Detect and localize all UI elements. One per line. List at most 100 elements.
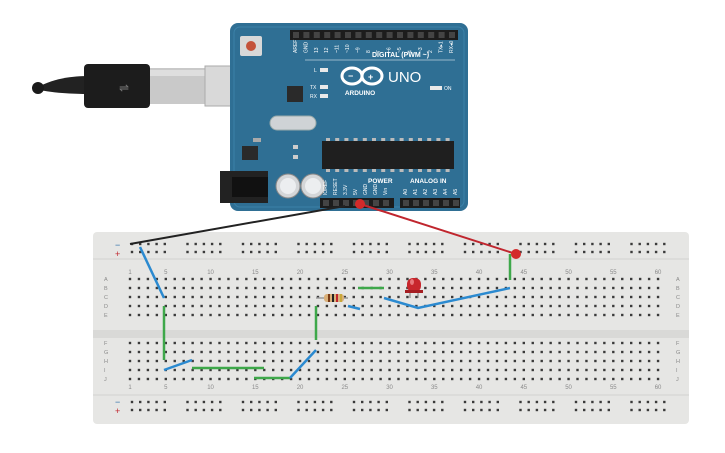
rail-minus-top: − bbox=[115, 240, 120, 250]
power-pin-label: GND bbox=[373, 184, 379, 196]
row-letter-left: H bbox=[104, 359, 108, 365]
column-number-bottom: 35 bbox=[431, 385, 438, 391]
analog-header-label: ANALOG IN bbox=[410, 178, 447, 185]
power-jack[interactable] bbox=[220, 171, 268, 203]
column-number-bottom: 45 bbox=[520, 385, 527, 391]
row-letter-right: B bbox=[676, 286, 680, 292]
digital-pin-label: ~9 bbox=[355, 47, 361, 53]
row-letter-right: J bbox=[676, 377, 679, 383]
column-number-top: 5 bbox=[164, 270, 168, 276]
resistor[interactable] bbox=[316, 294, 348, 302]
row-letter-right: G bbox=[676, 350, 680, 356]
digital-pin-label: ~11 bbox=[335, 45, 341, 53]
led-l-label: L bbox=[314, 68, 317, 74]
digital-pin-label: GND bbox=[303, 42, 309, 54]
column-number-top: 30 bbox=[386, 270, 393, 276]
column-number-bottom: 1 bbox=[128, 385, 132, 391]
row-letter-left: A bbox=[104, 277, 108, 283]
column-number-bottom: 15 bbox=[252, 385, 259, 391]
rail-minus-bottom: − bbox=[115, 397, 120, 407]
digital-pin-label: RX◂0 bbox=[449, 41, 455, 53]
column-number-top: 40 bbox=[476, 270, 483, 276]
column-number-top: 45 bbox=[520, 270, 527, 276]
column-number-bottom: 5 bbox=[164, 385, 168, 391]
red-led[interactable] bbox=[405, 278, 423, 298]
svg-text:+: + bbox=[368, 72, 373, 82]
row-letter-right: F bbox=[676, 341, 680, 347]
row-letter-right: H bbox=[676, 359, 680, 365]
column-number-top: 10 bbox=[207, 270, 214, 276]
row-letter-right: D bbox=[676, 304, 680, 310]
digital-pin-label: ~6 bbox=[387, 47, 393, 53]
arduino-logo: − + bbox=[340, 66, 384, 86]
capacitor-2 bbox=[300, 173, 326, 199]
analog-pin-label: A1 bbox=[413, 189, 419, 195]
crystal-oscillator bbox=[269, 115, 317, 131]
row-letter-left: F bbox=[104, 341, 108, 347]
breadboard-wires[interactable] bbox=[138, 246, 512, 380]
digital-pin-label: ~10 bbox=[345, 44, 351, 53]
digital-pin-label: 13 bbox=[314, 47, 320, 53]
led-rx-indicator bbox=[320, 94, 328, 98]
column-number-bottom: 30 bbox=[386, 385, 393, 391]
voltage-regulator bbox=[242, 146, 258, 160]
usb-controller-chip bbox=[287, 86, 303, 102]
power-header-label: POWER bbox=[368, 178, 393, 185]
column-number-bottom: 20 bbox=[297, 385, 304, 391]
reset-button[interactable] bbox=[240, 36, 262, 56]
column-number-top: 35 bbox=[431, 270, 438, 276]
column-number-bottom: 60 bbox=[655, 385, 662, 391]
wire-blue-3 bbox=[289, 349, 317, 379]
led-tx-indicator bbox=[320, 85, 328, 89]
wire-blue-5 bbox=[383, 286, 511, 310]
column-number-top: 15 bbox=[252, 270, 259, 276]
column-number-top: 55 bbox=[610, 270, 617, 276]
brand-label: ARDUINO bbox=[345, 90, 375, 97]
digital-pin-label: AREF bbox=[293, 40, 299, 53]
row-letter-left: B bbox=[104, 286, 108, 292]
column-number-bottom: 25 bbox=[341, 385, 348, 391]
wire-red-5v[interactable] bbox=[359, 203, 517, 255]
atmega-microcontroller[interactable] bbox=[322, 138, 454, 172]
wire-endpoint-5v[interactable] bbox=[355, 199, 365, 209]
analog-pin-label: A2 bbox=[423, 189, 429, 195]
column-number-top: 25 bbox=[341, 270, 348, 276]
digital-pin-label: ~5 bbox=[397, 47, 403, 53]
row-letter-left: C bbox=[104, 295, 108, 301]
column-number-bottom: 55 bbox=[610, 385, 617, 391]
rail-plus-top: + bbox=[115, 249, 120, 259]
digital-pin-label: 4 bbox=[407, 50, 413, 53]
led-rx-label: RX bbox=[310, 94, 318, 100]
wire-endpoint-rail[interactable] bbox=[511, 249, 521, 259]
breadboard[interactable]: 1155101015152020252530303535404045455050… bbox=[93, 232, 689, 424]
power-pin-label: GND bbox=[363, 184, 369, 196]
analog-pin-label: A4 bbox=[443, 189, 449, 195]
usb-symbol-icon: ⇌ bbox=[119, 81, 129, 95]
board-model-label: UNO bbox=[388, 69, 421, 86]
digital-pin-label: 8 bbox=[366, 50, 372, 53]
power-pin-label: IOREF bbox=[323, 180, 329, 195]
column-number-bottom: 10 bbox=[207, 385, 214, 391]
wire-blue-1 bbox=[138, 246, 166, 299]
digital-pin-label: 2 bbox=[428, 50, 434, 53]
power-pin-label: Vin bbox=[383, 188, 389, 195]
power-led-label: ON bbox=[444, 86, 452, 92]
power-pin-label: RESET bbox=[333, 178, 339, 195]
column-number-top: 50 bbox=[565, 270, 572, 276]
digital-pin-label: 7 bbox=[376, 50, 382, 53]
row-letter-left: J bbox=[104, 377, 107, 383]
usb-cable[interactable]: ⇌ bbox=[32, 64, 234, 108]
svg-text:−: − bbox=[348, 71, 353, 81]
wire-blue-2 bbox=[163, 358, 193, 372]
power-pin-label: 3.3V bbox=[343, 184, 349, 195]
analog-pin-label: A5 bbox=[453, 189, 459, 195]
row-letter-right: C bbox=[676, 295, 680, 301]
digital-pin-label: 12 bbox=[324, 47, 330, 53]
column-number-top: 1 bbox=[128, 270, 132, 276]
wire-blue-4 bbox=[347, 304, 361, 311]
wire-black-gnd[interactable] bbox=[129, 205, 346, 245]
